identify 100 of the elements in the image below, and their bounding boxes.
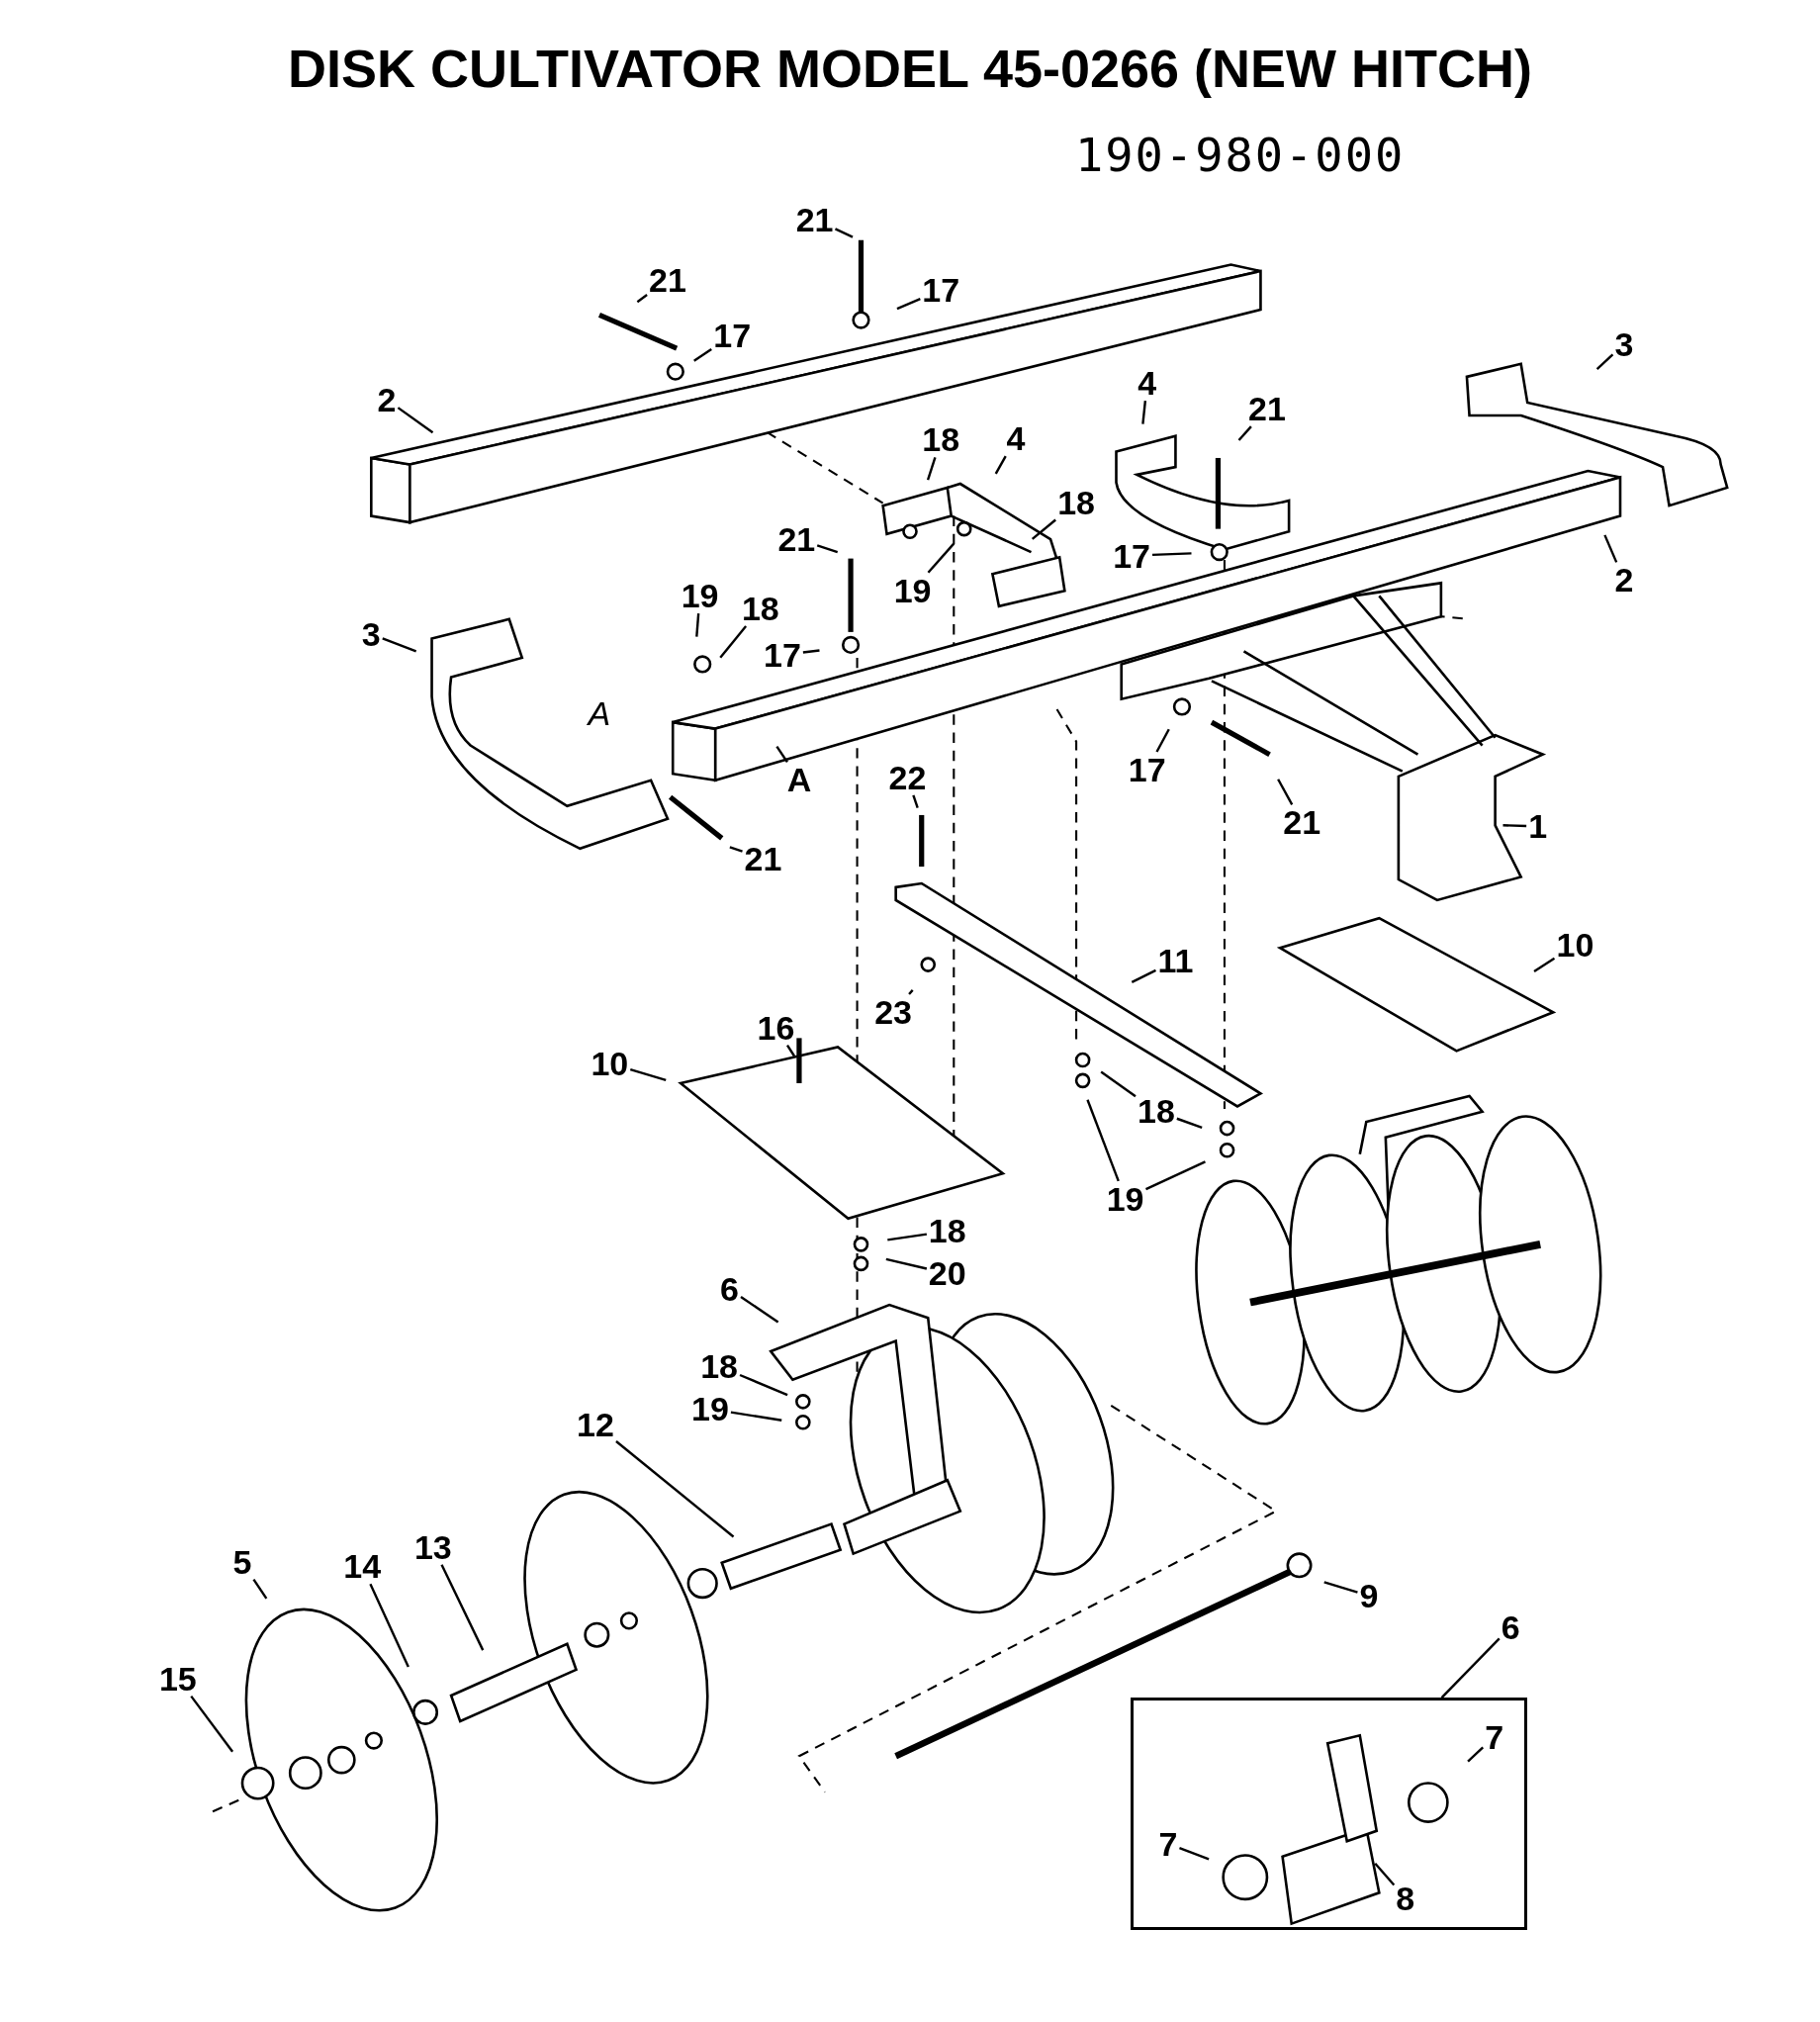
callout-number: 17 (1111, 537, 1153, 574)
callout-number: 10 (1554, 927, 1596, 964)
leader-line (369, 1583, 410, 1668)
leader-line (802, 649, 820, 654)
callout-number: 14 (341, 1548, 384, 1585)
callout-number: 11 (1155, 942, 1196, 978)
callout-number: 8 (1394, 1880, 1417, 1916)
callout-number: 10 (589, 1046, 631, 1082)
leader-line (887, 1233, 928, 1241)
callout-number: 21 (775, 520, 818, 557)
leader-line (252, 1578, 268, 1600)
leader-line (740, 1295, 779, 1324)
callout-number: 20 (926, 1255, 968, 1292)
callout-number: 18 (1055, 485, 1097, 521)
callout-number: 4 (1004, 420, 1028, 457)
leader-line (926, 457, 937, 481)
callout-number: 18 (698, 1348, 741, 1385)
callout-number: A (784, 762, 814, 798)
leader-line (1323, 1581, 1358, 1594)
leader-line (1277, 779, 1294, 805)
leader-line (1237, 425, 1252, 441)
leader-line (739, 1373, 788, 1397)
callout-number: 19 (689, 1391, 731, 1427)
leader-line (1031, 518, 1056, 540)
callout-number: 4 (1136, 365, 1159, 401)
reference-letter: A (588, 693, 611, 733)
leader-line (834, 228, 854, 238)
leader-line (1179, 1847, 1210, 1861)
leader-line (1374, 1862, 1396, 1886)
callout-number: 18 (1136, 1093, 1177, 1130)
callout-number: 7 (1156, 1825, 1180, 1862)
callout-number: 19 (891, 572, 934, 608)
leader-line (1176, 1117, 1203, 1129)
callout-number: 19 (679, 578, 721, 614)
leader-line (994, 455, 1007, 475)
leader-line (775, 745, 788, 764)
callout-number: 18 (739, 591, 781, 627)
part-number: 190-980-000 (1074, 127, 1406, 182)
callout-number: 21 (742, 840, 784, 876)
callout-number: 21 (647, 261, 688, 298)
callout-number: 16 (755, 1009, 797, 1046)
callout-number: 9 (1357, 1578, 1381, 1614)
callout-number: 5 (230, 1544, 254, 1581)
leader-line (397, 407, 434, 434)
callout-number: 7 (1483, 1718, 1506, 1755)
callout-number: 6 (718, 1271, 741, 1308)
callout-number: 17 (762, 636, 803, 673)
callout-number: 3 (359, 616, 383, 653)
callout-number: 17 (920, 272, 962, 309)
inset-frame (1130, 1698, 1528, 1930)
callout-number: 6 (1499, 1608, 1522, 1645)
leader-line (1440, 1637, 1501, 1700)
callout-number: 12 (575, 1406, 616, 1442)
leader-line (1595, 353, 1614, 370)
leader-line (729, 846, 743, 853)
leader-line (908, 989, 914, 995)
leader-line (693, 347, 712, 362)
callout-number: 1 (1526, 808, 1550, 845)
callout-number: 22 (886, 759, 929, 795)
title: DISK CULTIVATOR MODEL 45-0266 (NEW HITCH) (286, 38, 1534, 99)
leader-line (1131, 968, 1156, 983)
leader-line (816, 544, 839, 554)
leader-line (440, 1564, 485, 1651)
leader-line (1152, 552, 1192, 557)
leader-line (927, 542, 956, 574)
callout-number: 18 (926, 1213, 968, 1249)
leader-line (1155, 728, 1170, 753)
leader-line (896, 297, 921, 311)
leader-line (190, 1695, 234, 1753)
callout-number: 21 (1281, 804, 1323, 841)
leader-line (1100, 1070, 1137, 1098)
leader-line (1533, 957, 1556, 973)
leader-line (912, 794, 919, 809)
leader-line (1141, 400, 1147, 424)
leader-line (730, 1411, 782, 1422)
callout-number: 15 (156, 1660, 199, 1697)
callout-number: 21 (793, 201, 836, 237)
callout-number: 2 (1612, 562, 1636, 598)
leader-line (615, 1440, 735, 1538)
leader-line (885, 1257, 928, 1270)
leader-line (1467, 1746, 1485, 1763)
leader-line (719, 625, 748, 659)
leader-line (636, 294, 648, 304)
callout-number: 2 (375, 381, 399, 417)
leader-line (1502, 824, 1527, 828)
callout-number: 19 (1104, 1180, 1146, 1217)
leader-line (1145, 1160, 1206, 1191)
callout-number: 17 (1126, 751, 1168, 787)
callout-number: 18 (920, 421, 962, 458)
callout-number: 21 (1246, 391, 1288, 427)
callout-number: 13 (411, 1528, 454, 1565)
leader-line (382, 637, 417, 653)
leader-line (785, 1044, 795, 1057)
leader-line (1086, 1099, 1120, 1182)
callout-number: 17 (711, 317, 754, 353)
leader-line (695, 612, 700, 637)
callout-number: 3 (1612, 325, 1636, 362)
callout-number: 23 (872, 993, 914, 1030)
leader-line (629, 1068, 667, 1081)
leader-line (1603, 534, 1618, 563)
